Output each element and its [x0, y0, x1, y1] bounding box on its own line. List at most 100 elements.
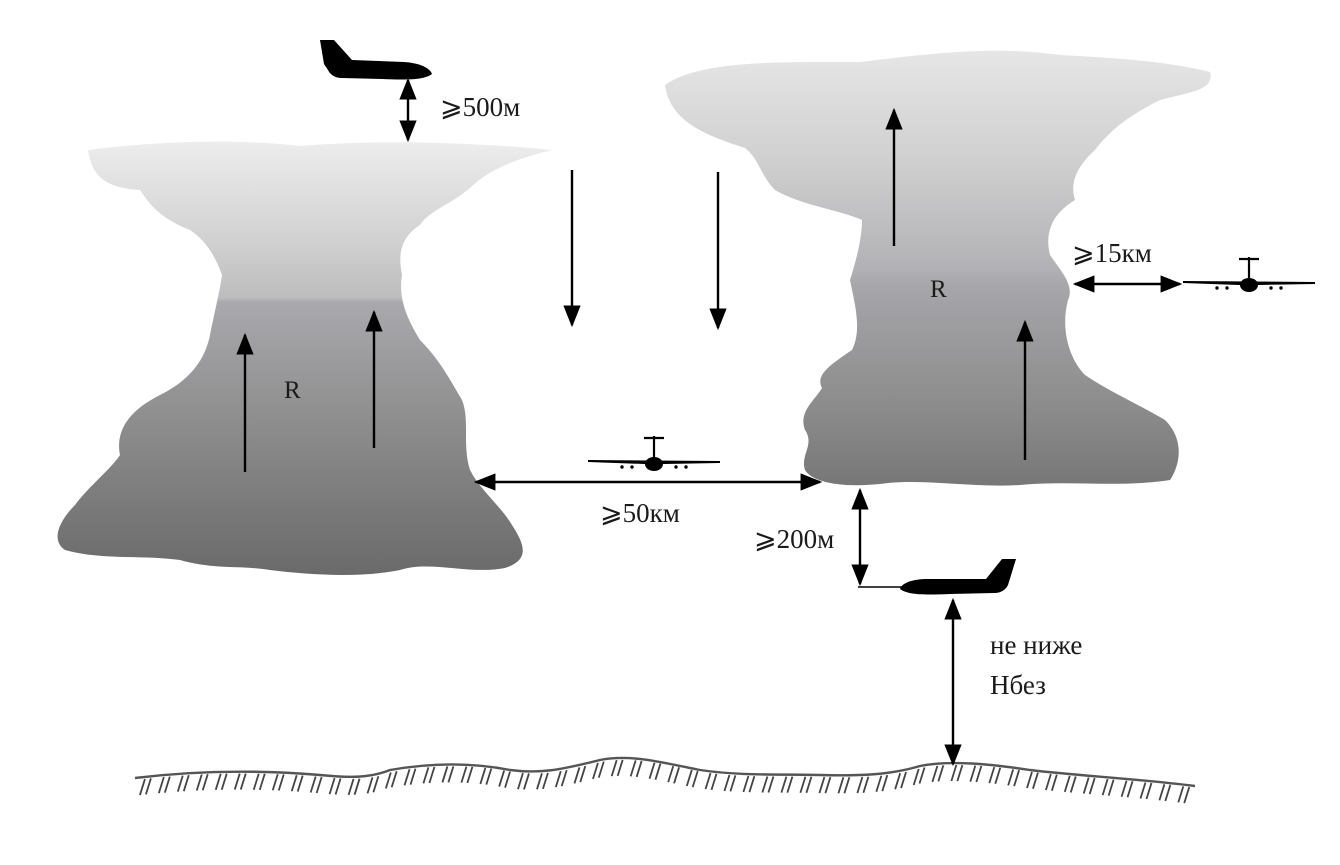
ground-hatch-mark — [918, 767, 926, 784]
ground-hatch-mark — [1183, 786, 1191, 804]
ground-hatch-mark — [277, 774, 285, 791]
ground-hatch-mark — [748, 775, 756, 793]
ground-hatch-mark — [409, 768, 417, 785]
ground-hatch-mark — [403, 769, 411, 786]
ground-hatch-mark — [881, 774, 889, 792]
ground-hatch-mark — [667, 765, 675, 783]
ground-hatch-mark — [616, 759, 624, 777]
label-min-above-cloud-top: ⩾500м — [440, 92, 520, 122]
ground-hatch-mark — [239, 773, 247, 790]
ground-hatch-mark — [315, 776, 323, 794]
ground-hatch-mark — [1088, 777, 1096, 795]
cloud-right-mark: R — [930, 276, 947, 303]
ground-hatch-mark — [536, 773, 543, 790]
label-not-below-line2: Нбез — [990, 670, 1046, 700]
ground-hatch-mark — [554, 770, 562, 788]
ground-hatch-mark — [648, 762, 656, 779]
ground-hatch-mark — [485, 768, 493, 785]
ground-hatch-mark — [504, 771, 511, 788]
cloud-left-mark: R — [284, 377, 301, 404]
ground-hatch-mark — [799, 776, 807, 793]
ground-hatch-mark — [328, 777, 336, 795]
ground-hatch-mark — [214, 773, 222, 791]
ground-hatch-mark — [182, 774, 190, 792]
ground-hatch-mark — [786, 776, 794, 793]
ground-hatch-mark — [176, 775, 184, 792]
ground-hatch-mark — [290, 774, 298, 792]
ground-hatch-mark — [875, 775, 883, 793]
cloud-right — [665, 50, 1211, 486]
ground-hatch-mark — [271, 773, 279, 791]
ground-hatch-mark — [309, 776, 317, 793]
ground-hatch-mark — [334, 778, 342, 795]
ground-hatch-mark — [818, 776, 826, 794]
cloud-left — [57, 141, 552, 575]
ground-hatch-mark — [353, 778, 361, 795]
ground-hatch-mark — [201, 773, 209, 791]
ground-hatch-mark — [157, 776, 165, 794]
label-not-below-line1: не ниже — [990, 630, 1082, 660]
ground-hatch-mark — [843, 777, 851, 794]
ground-hatch-mark — [988, 766, 996, 784]
ground-hatch-mark — [517, 772, 524, 790]
airplane-side-icon — [900, 559, 1016, 595]
airplane-side-icon — [320, 40, 432, 80]
ground-hatch-mark — [685, 769, 693, 787]
label-min-between-clouds: ⩾50км — [600, 498, 680, 528]
ground-hatch-mark — [710, 773, 718, 791]
ground-hatch-mark — [390, 770, 398, 788]
ground-hatch-mark — [1139, 782, 1147, 799]
ground-hatch-mark — [195, 774, 203, 791]
ground-hatch-mark — [1050, 774, 1058, 791]
ground-hatch-mark — [498, 770, 506, 787]
ground-hatch-mark — [767, 776, 775, 793]
ground-hatch-mark — [1063, 775, 1071, 793]
ground-hatch-mark — [447, 766, 455, 783]
ground-hatch-mark — [1007, 769, 1015, 786]
ground-hatch-mark — [384, 772, 392, 789]
ground-hatch-mark — [139, 778, 146, 796]
ground-hatch-mark — [560, 769, 568, 787]
ground-hatch-mark — [610, 759, 618, 777]
ground-hatch-mark — [937, 765, 945, 782]
ground-hatch-mark — [428, 766, 436, 784]
ground-hatch-mark — [1026, 771, 1033, 789]
ground-hatch-mark — [347, 778, 355, 796]
ground-hatch-mark — [894, 772, 902, 790]
ground-hatch-mark — [862, 776, 870, 793]
ground-hatch-mark — [1101, 778, 1109, 796]
ground-hatch-mark — [592, 762, 599, 780]
ground-hatch-mark — [1145, 782, 1153, 800]
ground-line — [134, 756, 1196, 788]
ground-hatch-mark — [691, 770, 699, 788]
ground-hatch-mark — [723, 774, 731, 792]
ground-hatch-mark — [742, 775, 750, 793]
ground-hatch-mark — [296, 775, 304, 792]
ground-hatch-mark — [258, 773, 266, 791]
ground-hatch-mark — [597, 761, 605, 778]
airplane-front-icon — [588, 436, 720, 471]
ground-hatch-mark — [466, 766, 474, 784]
ground-hatch-mark — [969, 765, 977, 782]
ground-hatch-mark — [912, 768, 920, 786]
ground-hatch-mark — [824, 776, 832, 794]
airplane-front-icon — [1183, 257, 1315, 292]
ground-hatch-mark — [900, 771, 907, 789]
ground-hatch-mark — [233, 773, 241, 790]
ground-hatch-mark — [441, 766, 449, 783]
ground-hatch-mark — [975, 765, 983, 783]
ground-hatch-mark — [704, 772, 712, 790]
ground-hatch-mark — [805, 776, 813, 794]
ground-hatch-mark — [629, 760, 637, 777]
ground-hatch-mark — [729, 775, 737, 792]
ground-hatch-mark — [1120, 780, 1128, 798]
ground-hatch-mark — [1044, 773, 1052, 791]
ground-hatch-mark — [673, 767, 680, 784]
ground-hatch-mark — [1158, 784, 1166, 801]
ground-hatch-mark — [837, 777, 845, 794]
label-min-side-distance: ⩾15км — [1072, 238, 1152, 268]
ground-hatch-mark — [220, 773, 228, 790]
ground-hatch-mark — [372, 775, 380, 793]
ground-hatch-mark — [1013, 769, 1020, 787]
